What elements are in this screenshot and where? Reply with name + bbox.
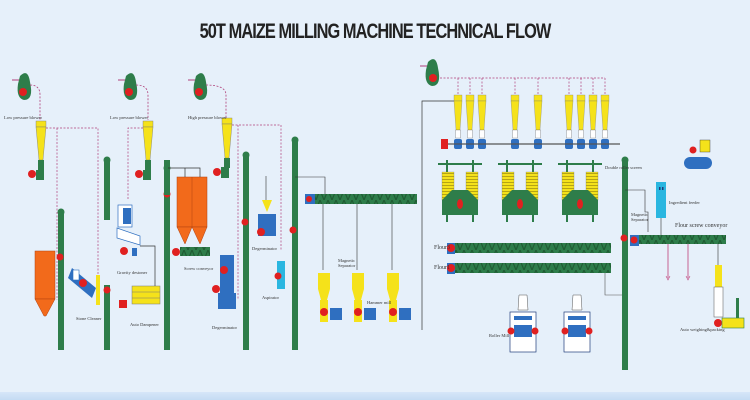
label-magnetic-separator-2: Magnetic Separator <box>631 212 649 222</box>
label-flour-screw-conveyor: Flour screw conveyor <box>675 223 728 229</box>
label-flour1: Flour1 <box>434 265 451 271</box>
blower-3 <box>188 73 227 120</box>
cyclone-1 <box>28 120 99 300</box>
label-screw-conveyor: Screw conveyor <box>184 266 214 271</box>
aspirator <box>274 261 285 289</box>
hammer-mills <box>318 273 411 322</box>
label-flour3: Flour3 <box>434 245 451 251</box>
diagram-title: 50T MAIZE MILLING MACHINE TECHNICAL FLOW <box>199 20 552 43</box>
cyclone-2 <box>127 120 154 200</box>
label-magnetic-separator: Magnetic Separator <box>338 258 356 268</box>
roller-mills <box>507 294 593 353</box>
screw-conveyor-2 <box>295 176 417 270</box>
flour1-conveyor <box>447 263 622 296</box>
plansifter <box>498 160 542 222</box>
cyclones-right <box>453 78 610 149</box>
label-auto-dampener: Auto Dampener <box>130 322 159 327</box>
ingredient-feeder <box>656 182 666 235</box>
air-compressor <box>684 139 712 169</box>
cyclone <box>576 78 586 149</box>
plansifters <box>438 160 602 222</box>
label-roller-mill: Roller Mill <box>489 333 510 338</box>
label-auto-packing: Auto weighing&packing <box>680 327 725 332</box>
tempering-silos <box>168 167 208 245</box>
raw-silo <box>34 250 56 317</box>
stone-cleaner <box>68 268 100 305</box>
label-low-pressure-blower-2: Low pressure blower <box>110 115 148 120</box>
cyclone <box>465 78 475 149</box>
auto-dampener <box>119 245 161 308</box>
cyclone <box>564 78 574 149</box>
flour3-conveyor <box>447 243 611 254</box>
screw-conveyor-1 <box>172 247 210 256</box>
label-double-roller-screen: Double roller screen <box>605 165 642 170</box>
label-degerminator-1: Degerminator <box>212 325 237 330</box>
auto-packing-machine <box>713 265 745 329</box>
elevators <box>56 136 629 370</box>
label-degerminator-2: Degerminator <box>252 246 277 251</box>
blower-4 <box>420 59 605 330</box>
gravity-destoner <box>116 204 141 256</box>
cyclone <box>600 78 610 149</box>
degerminator-2 <box>257 176 276 236</box>
label-high-pressure-blower: High pressure blower <box>188 115 227 120</box>
bottom-band <box>0 392 750 400</box>
plansifter <box>438 160 482 222</box>
label-stone-cleaner: Stone Cleaner <box>76 316 102 321</box>
label-ingredient-feeder: Ingredient feeder <box>669 200 700 205</box>
cyclone <box>533 78 543 149</box>
blower-2 <box>118 73 149 120</box>
airlock-bar <box>441 139 620 149</box>
cyclone-3 <box>213 117 282 300</box>
label-low-pressure-blower-1: Low pressure blower <box>4 115 42 120</box>
cyclone <box>588 78 598 149</box>
plansifter <box>558 160 602 222</box>
cyclone <box>453 78 463 149</box>
degerminator-1 <box>212 255 236 309</box>
label-aspirator: Aspirator <box>262 295 279 300</box>
cyclone <box>477 78 487 149</box>
cyclone <box>510 78 520 149</box>
flour-screw-conveyor <box>625 189 726 281</box>
label-gravity-destoner: Gravity destoner <box>117 270 148 275</box>
blower-1 <box>12 73 41 120</box>
label-hammer-mill: Hammer mill <box>367 300 392 305</box>
